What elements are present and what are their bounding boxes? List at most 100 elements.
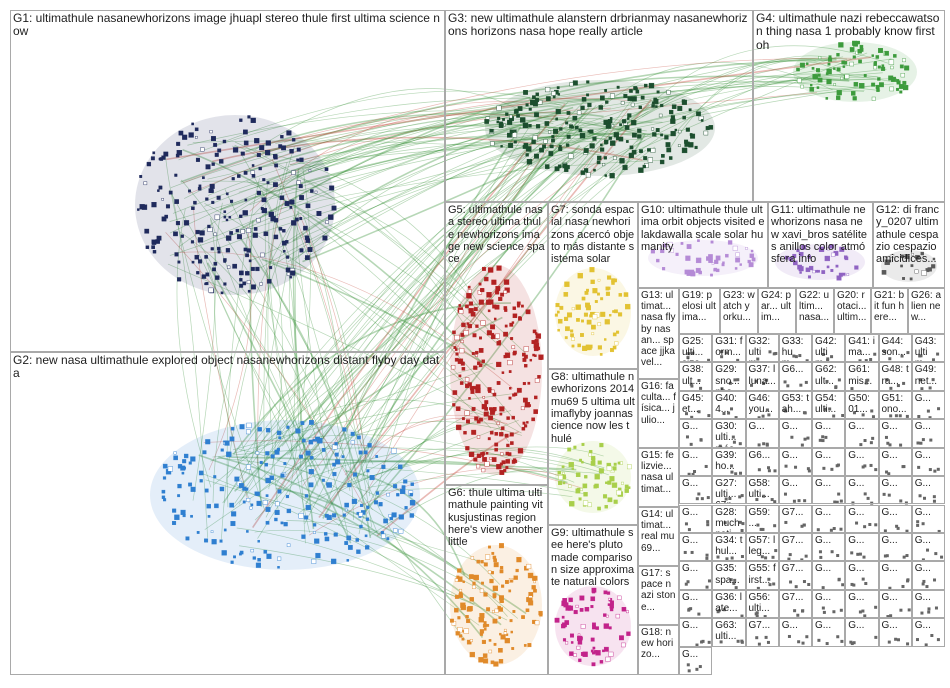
group-label: G... [914,534,931,546]
edge [609,56,837,159]
node [575,488,581,494]
node [486,607,491,612]
group-panel-minor: G... [878,532,912,562]
node [190,486,196,492]
node [469,451,475,457]
node [877,77,881,81]
node [592,625,596,630]
node [533,346,539,352]
node [305,450,311,456]
node [499,432,504,437]
node [476,559,481,564]
node [568,153,574,159]
node [878,48,883,53]
group-panel-minor: G63: ulti... [712,618,746,647]
node [239,118,243,122]
edge [268,121,653,200]
node [233,555,236,559]
node [588,452,592,457]
node [489,430,494,435]
edge [182,149,485,365]
edge [301,231,371,497]
node [512,352,516,356]
node [563,316,569,321]
node [669,248,674,253]
node [626,631,631,636]
node [299,195,304,200]
node [831,252,836,257]
node [256,500,262,506]
node [516,301,521,306]
node [637,128,642,133]
node [602,163,606,167]
node [214,503,219,509]
group-panel-minor: G... [812,589,846,619]
node [366,469,370,473]
node [364,534,368,538]
node [449,618,454,623]
node [283,249,286,253]
node [489,128,494,133]
node [274,509,280,515]
node [628,152,634,158]
node [229,502,235,508]
node [667,241,673,247]
node [451,621,457,626]
node [534,339,539,344]
group-panel-minor: G... [812,561,846,590]
node [475,387,481,394]
node [863,74,867,77]
group-panel-minor: G... [911,589,945,619]
node [633,86,638,91]
node [535,333,542,339]
node [528,107,532,111]
node [509,129,515,134]
node [660,248,665,254]
node [321,478,325,482]
node [562,638,567,642]
node [545,86,551,93]
edge [226,178,260,508]
node [873,65,877,70]
edge [259,97,633,153]
group-panel-g11: G11: ultimathule newhorizons nasa new xa… [768,202,873,288]
node [487,437,491,441]
node [612,332,617,337]
node [221,550,227,556]
edge [205,256,312,467]
node [606,614,609,618]
node [496,361,502,368]
node [296,180,301,185]
group-panel-minor: G... [745,419,779,448]
edge [218,456,484,638]
node [606,591,611,595]
node [609,93,615,99]
node [196,531,200,534]
node [871,96,876,101]
node [506,416,510,420]
node [480,288,484,292]
node [202,176,205,180]
node [532,576,537,581]
edge [172,136,548,214]
node [843,61,848,65]
node [871,82,876,87]
node [472,581,476,585]
node [452,390,458,395]
node [686,244,692,249]
node [605,286,610,291]
node [207,224,211,229]
node [391,512,397,518]
node [539,613,543,617]
edge [244,123,612,174]
group-label: G45: et... [682,392,704,416]
node [273,234,279,240]
edge [276,316,503,461]
node [510,630,513,634]
edge [227,151,539,478]
node [656,258,660,263]
node [750,249,754,253]
edge [356,158,542,479]
node [600,147,605,152]
edge [286,139,646,456]
